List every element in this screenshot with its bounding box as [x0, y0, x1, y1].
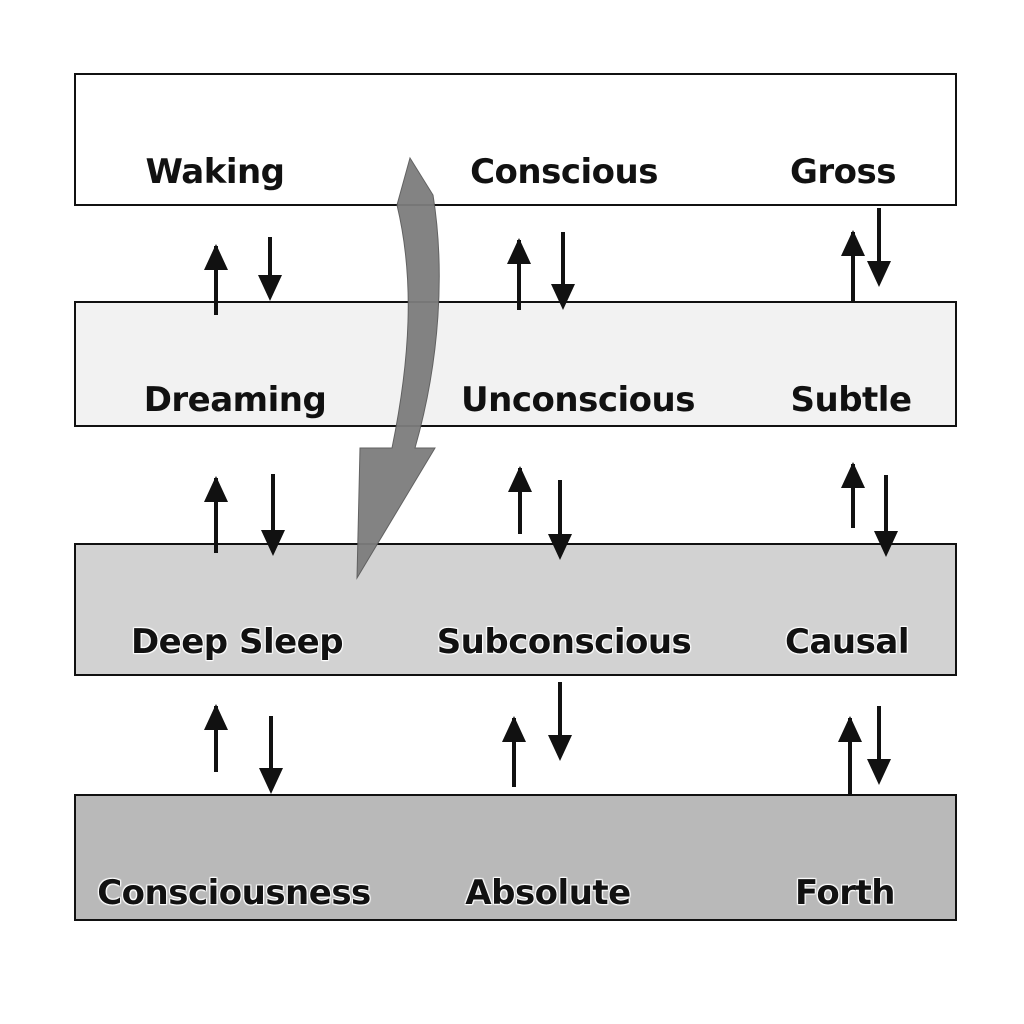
- up-arrowhead-icon: [841, 462, 865, 488]
- label-gross: Gross: [789, 152, 897, 192]
- up-arrowhead-icon: [204, 704, 228, 730]
- down-arrowhead-icon: [261, 530, 285, 556]
- label-conscious: Conscious: [470, 152, 658, 192]
- arrow-pair-subconscious-absolute: [502, 682, 572, 787]
- arrow-pair-conscious-unconscious: [507, 232, 575, 310]
- down-arrowhead-icon: [259, 768, 283, 794]
- up-arrowhead-icon: [204, 476, 228, 502]
- down-arrowhead-icon: [867, 261, 891, 287]
- label-consciousness: Consciousness: [97, 873, 371, 913]
- band-waking: Waking Conscious Gross: [74, 73, 957, 206]
- arrow-pair-waking-dreaming: [204, 237, 282, 315]
- up-arrowhead-icon: [507, 238, 531, 264]
- label-dreaming: Dreaming: [143, 380, 327, 420]
- label-subconscious: Subconscious: [436, 622, 692, 662]
- band-dreaming: Dreaming Unconscious Subtle: [74, 301, 957, 427]
- arrow-pair-causal-forth: [838, 706, 891, 794]
- up-arrowhead-icon: [838, 716, 862, 742]
- label-causal: Causal: [785, 622, 909, 662]
- down-arrowhead-icon: [874, 531, 898, 557]
- arrow-pair-dreaming-deep-sleep: [204, 474, 285, 556]
- up-arrowhead-icon: [204, 244, 228, 270]
- label-unconscious: Unconscious: [461, 380, 695, 420]
- label-deep-sleep: Deep Sleep: [130, 622, 344, 662]
- label-subtle: Subtle: [790, 380, 913, 420]
- down-arrowhead-icon: [551, 284, 575, 310]
- band-deep-sleep: Deep Sleep Subconscious Causal: [74, 543, 957, 676]
- down-arrowhead-icon: [867, 759, 891, 785]
- up-arrowhead-icon: [508, 466, 532, 492]
- arrow-pair-unconscious-subconscious: [508, 466, 572, 560]
- band-consciousness: Consciousness Absolute Forth: [74, 794, 957, 921]
- down-arrowhead-icon: [548, 534, 572, 560]
- up-arrowhead-icon: [841, 230, 865, 256]
- arrow-pair-deep-sleep-consciousness: [204, 704, 283, 794]
- label-absolute: Absolute: [465, 873, 631, 913]
- label-waking: Waking: [145, 152, 285, 192]
- label-forth: Forth: [795, 873, 895, 913]
- down-arrowhead-icon: [548, 735, 572, 761]
- up-arrowhead-icon: [502, 716, 526, 742]
- down-arrowhead-icon: [258, 275, 282, 301]
- arrow-pair-gross-subtle: [841, 208, 891, 301]
- curved-down-arrow: [356, 156, 440, 580]
- arrow-pair-subtle-causal: [841, 462, 898, 557]
